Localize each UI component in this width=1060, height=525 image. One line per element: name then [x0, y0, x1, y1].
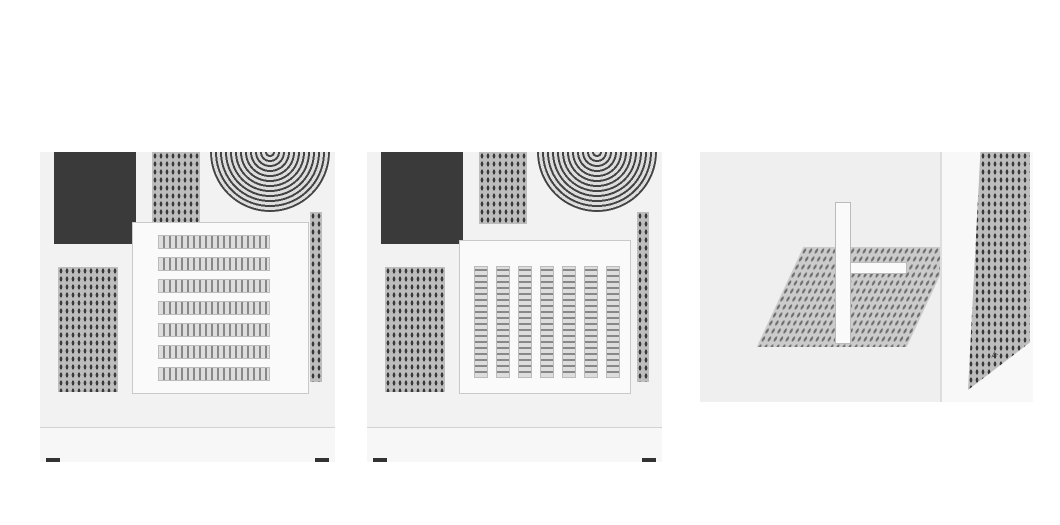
radiator [479, 152, 527, 224]
case-view-vertical-slots [367, 152, 662, 462]
interior-shadow [54, 152, 136, 244]
case-base [40, 427, 335, 462]
pcie-bracket [459, 240, 631, 394]
case-view-horizontal-slots [40, 152, 335, 462]
case-foot [315, 458, 329, 462]
case-foot [642, 458, 656, 462]
radiator [152, 152, 200, 224]
side-mesh [310, 212, 322, 382]
vertical-gpu-bracket [835, 202, 851, 344]
case-base [367, 427, 662, 462]
psu-mesh [385, 267, 445, 392]
side-mesh [637, 212, 649, 382]
pcie-bracket [132, 222, 309, 394]
case-view-perspective: TT [700, 152, 1033, 402]
fan [537, 152, 657, 212]
psu-mesh [58, 267, 118, 392]
interior-shadow [381, 152, 463, 244]
case-foot [46, 458, 60, 462]
case-foot [373, 458, 387, 462]
bracket-arm [850, 262, 907, 274]
fan [210, 152, 330, 212]
